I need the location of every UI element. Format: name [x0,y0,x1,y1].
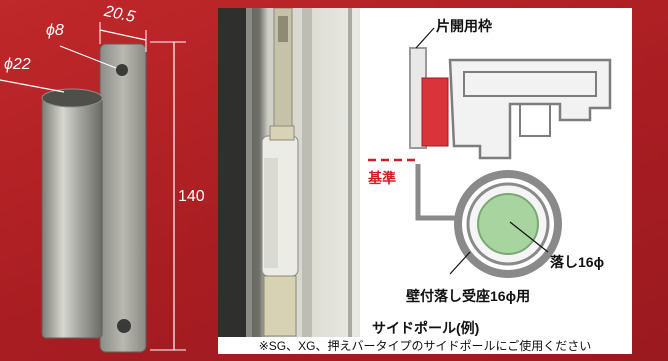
frame-highlight [421,77,449,147]
top-hole [116,64,128,76]
mounting-plate [99,43,147,353]
pin-leader [59,45,117,69]
diagram-panel [360,8,632,353]
reference-label: 基準 [368,170,396,186]
bottom-hole [117,319,131,333]
product-illustration [0,22,186,353]
seat-label: 壁付落し受座16ϕ用 [406,288,531,304]
pipe-body [41,97,103,339]
pipe-top [41,88,103,108]
drop-label: 落し16ϕ [550,254,605,270]
caption-note: ※SG、XG、押えバータイプのサイドポールにご使用ください [218,337,632,354]
frame-label: 片開用枠 [436,18,492,34]
height-label: 140 [178,188,205,205]
caption-title: サイドポール(例) [372,320,480,336]
installation-photo-drawing [218,8,352,353]
width-dimension-line [99,29,147,41]
pipe-leader [0,79,65,93]
cross-section-diagram [368,27,612,278]
pipe-diameter-label: ϕ22 [4,56,31,73]
pin-diameter-label: ϕ8 [46,22,64,39]
pole-circle [477,193,539,255]
